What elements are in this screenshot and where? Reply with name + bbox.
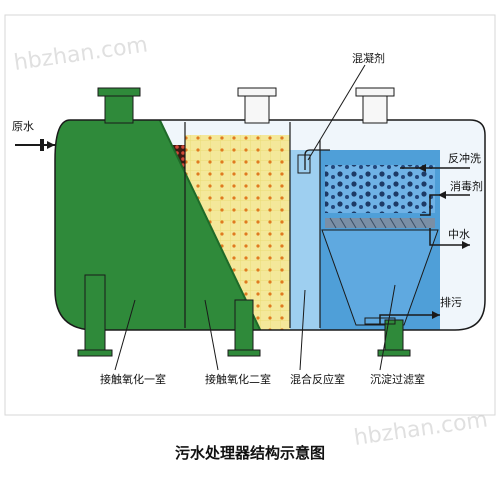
label-mixing-chamber: 混合反应室: [290, 372, 345, 386]
tank-outline: [54, 119, 486, 331]
label-chamber-2: 接触氧化二室: [205, 372, 271, 386]
label-coagulant: 混凝剂: [352, 51, 385, 65]
tank-body: [55, 120, 485, 330]
reclaimed-water-pipe: [429, 228, 470, 249]
label-chamber-1: 接触氧化一室: [100, 372, 166, 386]
label-disinfectant: 消毒剂: [450, 179, 483, 193]
label-sludge: 排污: [440, 295, 462, 309]
label-backwash: 反冲洗: [448, 151, 481, 165]
label-settling-chamber: 沉淀过滤室: [370, 372, 425, 386]
settling-hopper: [321, 229, 439, 326]
support-leg-3: [377, 319, 411, 357]
outer-frame: [4, 14, 496, 416]
inlet-pipe: [15, 139, 55, 151]
support-leg-2: [227, 299, 261, 357]
label-reclaimed-water: 中水: [448, 228, 470, 241]
coagulant-pipe: [297, 64, 366, 174]
watermark-bottom: hbzhan.com: [352, 407, 489, 451]
filter-plate: [325, 218, 435, 228]
label-inflow: 原水: [12, 120, 34, 133]
backwash-pipe: [400, 164, 470, 172]
support-leg-1: [77, 274, 113, 357]
diagram-title: 污水处理器结构示意图: [175, 444, 325, 462]
manhole-2: [237, 87, 277, 124]
manhole-1: [97, 87, 141, 124]
filter-plate-hatch: [329, 217, 427, 229]
watermark-top: hbzhan.com: [12, 32, 149, 76]
mixing-chamber-water: [290, 150, 320, 330]
sludge-pipe: [364, 311, 440, 325]
disinfectant-pipe: [420, 191, 470, 216]
filter-media-layer: [325, 165, 435, 213]
manhole-3: [355, 87, 395, 124]
leader-lines: [114, 284, 396, 371]
